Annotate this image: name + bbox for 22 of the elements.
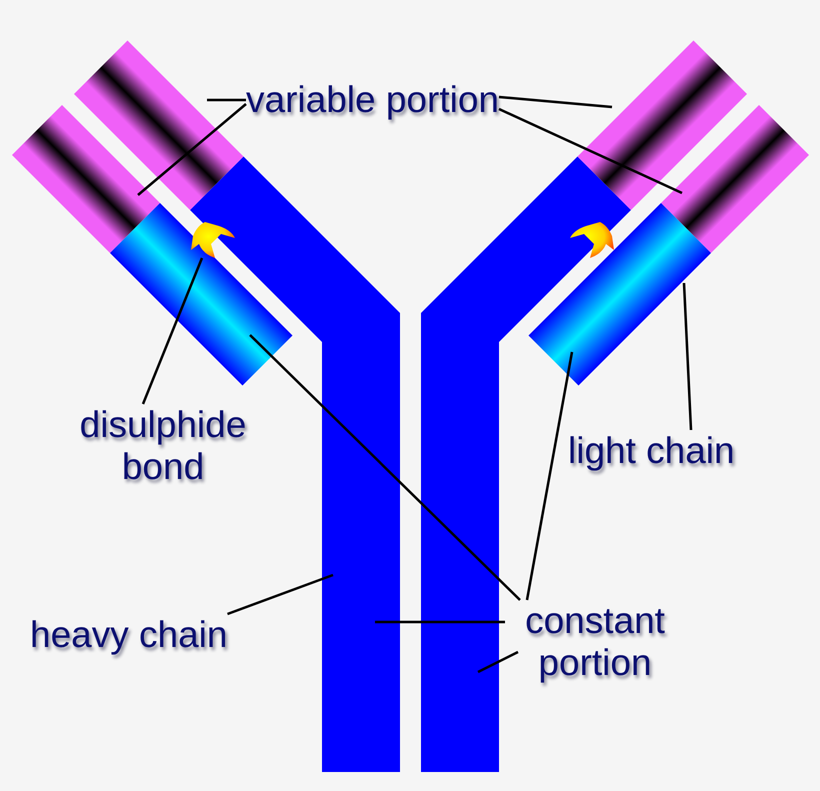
- leader-line: [477, 650, 519, 674]
- constant-region: [110, 203, 292, 386]
- part-label: constant portion: [505, 600, 685, 684]
- leader-line: [375, 620, 505, 624]
- part-label: variable portion: [246, 79, 499, 121]
- leader-line: [526, 352, 574, 600]
- variable-region: [12, 105, 160, 253]
- variable-region: [74, 40, 244, 210]
- constant-region: [528, 203, 711, 386]
- leader-line: [249, 334, 521, 601]
- part-label: heavy chain: [30, 614, 228, 656]
- part-label: disulphide bond: [48, 404, 278, 488]
- variable-region: [578, 40, 747, 210]
- part-label: light chain: [568, 430, 735, 472]
- leader-line: [498, 96, 612, 108]
- leader-line: [137, 103, 247, 196]
- variable-region: [661, 105, 809, 253]
- leader-line: [142, 258, 204, 404]
- leader-line: [207, 98, 246, 102]
- leader-line: [682, 282, 692, 430]
- bond-icon: [191, 222, 235, 258]
- leader-line: [227, 574, 334, 616]
